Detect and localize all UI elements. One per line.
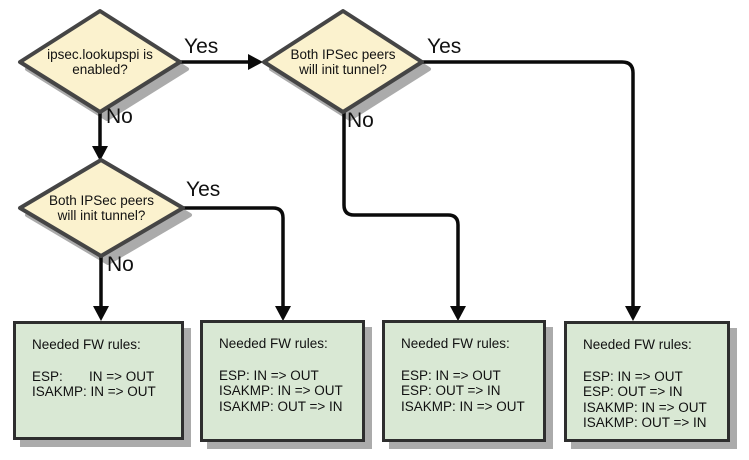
fw-rules-box-3: Needed FW rules: ESP: IN => OUT ESP: OUT… — [382, 320, 546, 442]
decision-3-diamond — [18, 158, 185, 258]
edge-d2-yes-label: Yes — [427, 35, 462, 58]
fw-box-2-rule: ISAKMP: OUT => IN — [219, 398, 343, 414]
edge-d1-no-label: No — [106, 105, 133, 128]
decision-3-line2: will init tunnel? — [57, 208, 146, 223]
fw-box-2-title: Needed FW rules: — [219, 336, 328, 351]
decision-1-line1: ipsec.lookupspi is — [47, 47, 153, 62]
decision-3-label: Both IPSec peers will init tunnel? — [22, 162, 181, 254]
decision-1-label: ipsec.lookupspi is enabled? — [22, 12, 178, 112]
decision-2-line2: will init tunnel? — [299, 62, 387, 77]
connectors — [92, 54, 641, 321]
edge-d3-yes-arrowhead — [275, 306, 291, 321]
fw-rules-box-1: Needed FW rules: ESP: IN => OUT ISAKMP: … — [13, 321, 184, 440]
fw-box-4-rule: ISAKMP: OUT => IN — [583, 415, 707, 430]
fw-box-1-rule: ESP: IN => OUT — [32, 368, 155, 384]
edge-d3-yes-line — [183, 206, 285, 307]
edge-d2-no-arrowhead — [450, 306, 466, 321]
fw-box-1-title: Needed FW rules: — [32, 337, 141, 352]
edge-d1-no-arrowhead — [92, 146, 108, 161]
fw-box-3-rule: ESP: OUT => IN — [401, 383, 501, 398]
fw-box-4-rule: ESP: OUT => IN — [583, 384, 683, 399]
fw-box-2-rule: ISAKMP: IN => OUT — [219, 383, 343, 398]
edge-d2-no-line — [342, 105, 460, 307]
edge-d1-yes-arrowhead — [248, 54, 263, 70]
edge-d1-yes-label: Yes — [184, 35, 219, 58]
fw-box-4-rule: ISAKMP: IN => OUT — [583, 399, 707, 415]
edge-d2-no-label: No — [347, 109, 374, 132]
decision-1-line2: enabled? — [72, 62, 128, 77]
decision-1-diamond — [18, 9, 182, 114]
fw-box-3-rule: ESP: IN => OUT — [401, 367, 501, 383]
decision-2-line1: Both IPSec peers — [290, 47, 396, 62]
edge-d3-no-label: No — [107, 253, 134, 276]
edge-d2-yes-arrowhead — [625, 306, 641, 321]
edge-d3-yes-label: Yes — [186, 178, 221, 201]
decision-2-label: Both IPSec peers will init tunnel? — [266, 12, 420, 112]
fw-box-1-rule: ISAKMP: IN => OUT — [32, 384, 156, 399]
edge-d2-yes-line — [420, 60, 635, 307]
fw-box-4-title: Needed FW rules: — [583, 337, 692, 352]
fw-box-3-title: Needed FW rules: — [401, 336, 510, 351]
fw-box-4-rule: ESP: IN => OUT — [583, 368, 683, 384]
fw-box-3-rule: ISAKMP: IN => OUT — [401, 398, 525, 414]
fw-rules-box-2: Needed FW rules: ESP: IN => OUT ISAKMP: … — [200, 320, 365, 442]
decision-2-diamond — [262, 9, 424, 114]
fw-rules-box-4: Needed FW rules: ESP: IN => OUT ESP: OUT… — [564, 321, 730, 442]
fw-box-2-rule: ESP: IN => OUT — [219, 367, 319, 383]
edge-d3-no-arrowhead — [93, 306, 109, 321]
decision-shapes — [18, 9, 424, 258]
decision-3-line1: Both IPSec peers — [48, 193, 155, 208]
